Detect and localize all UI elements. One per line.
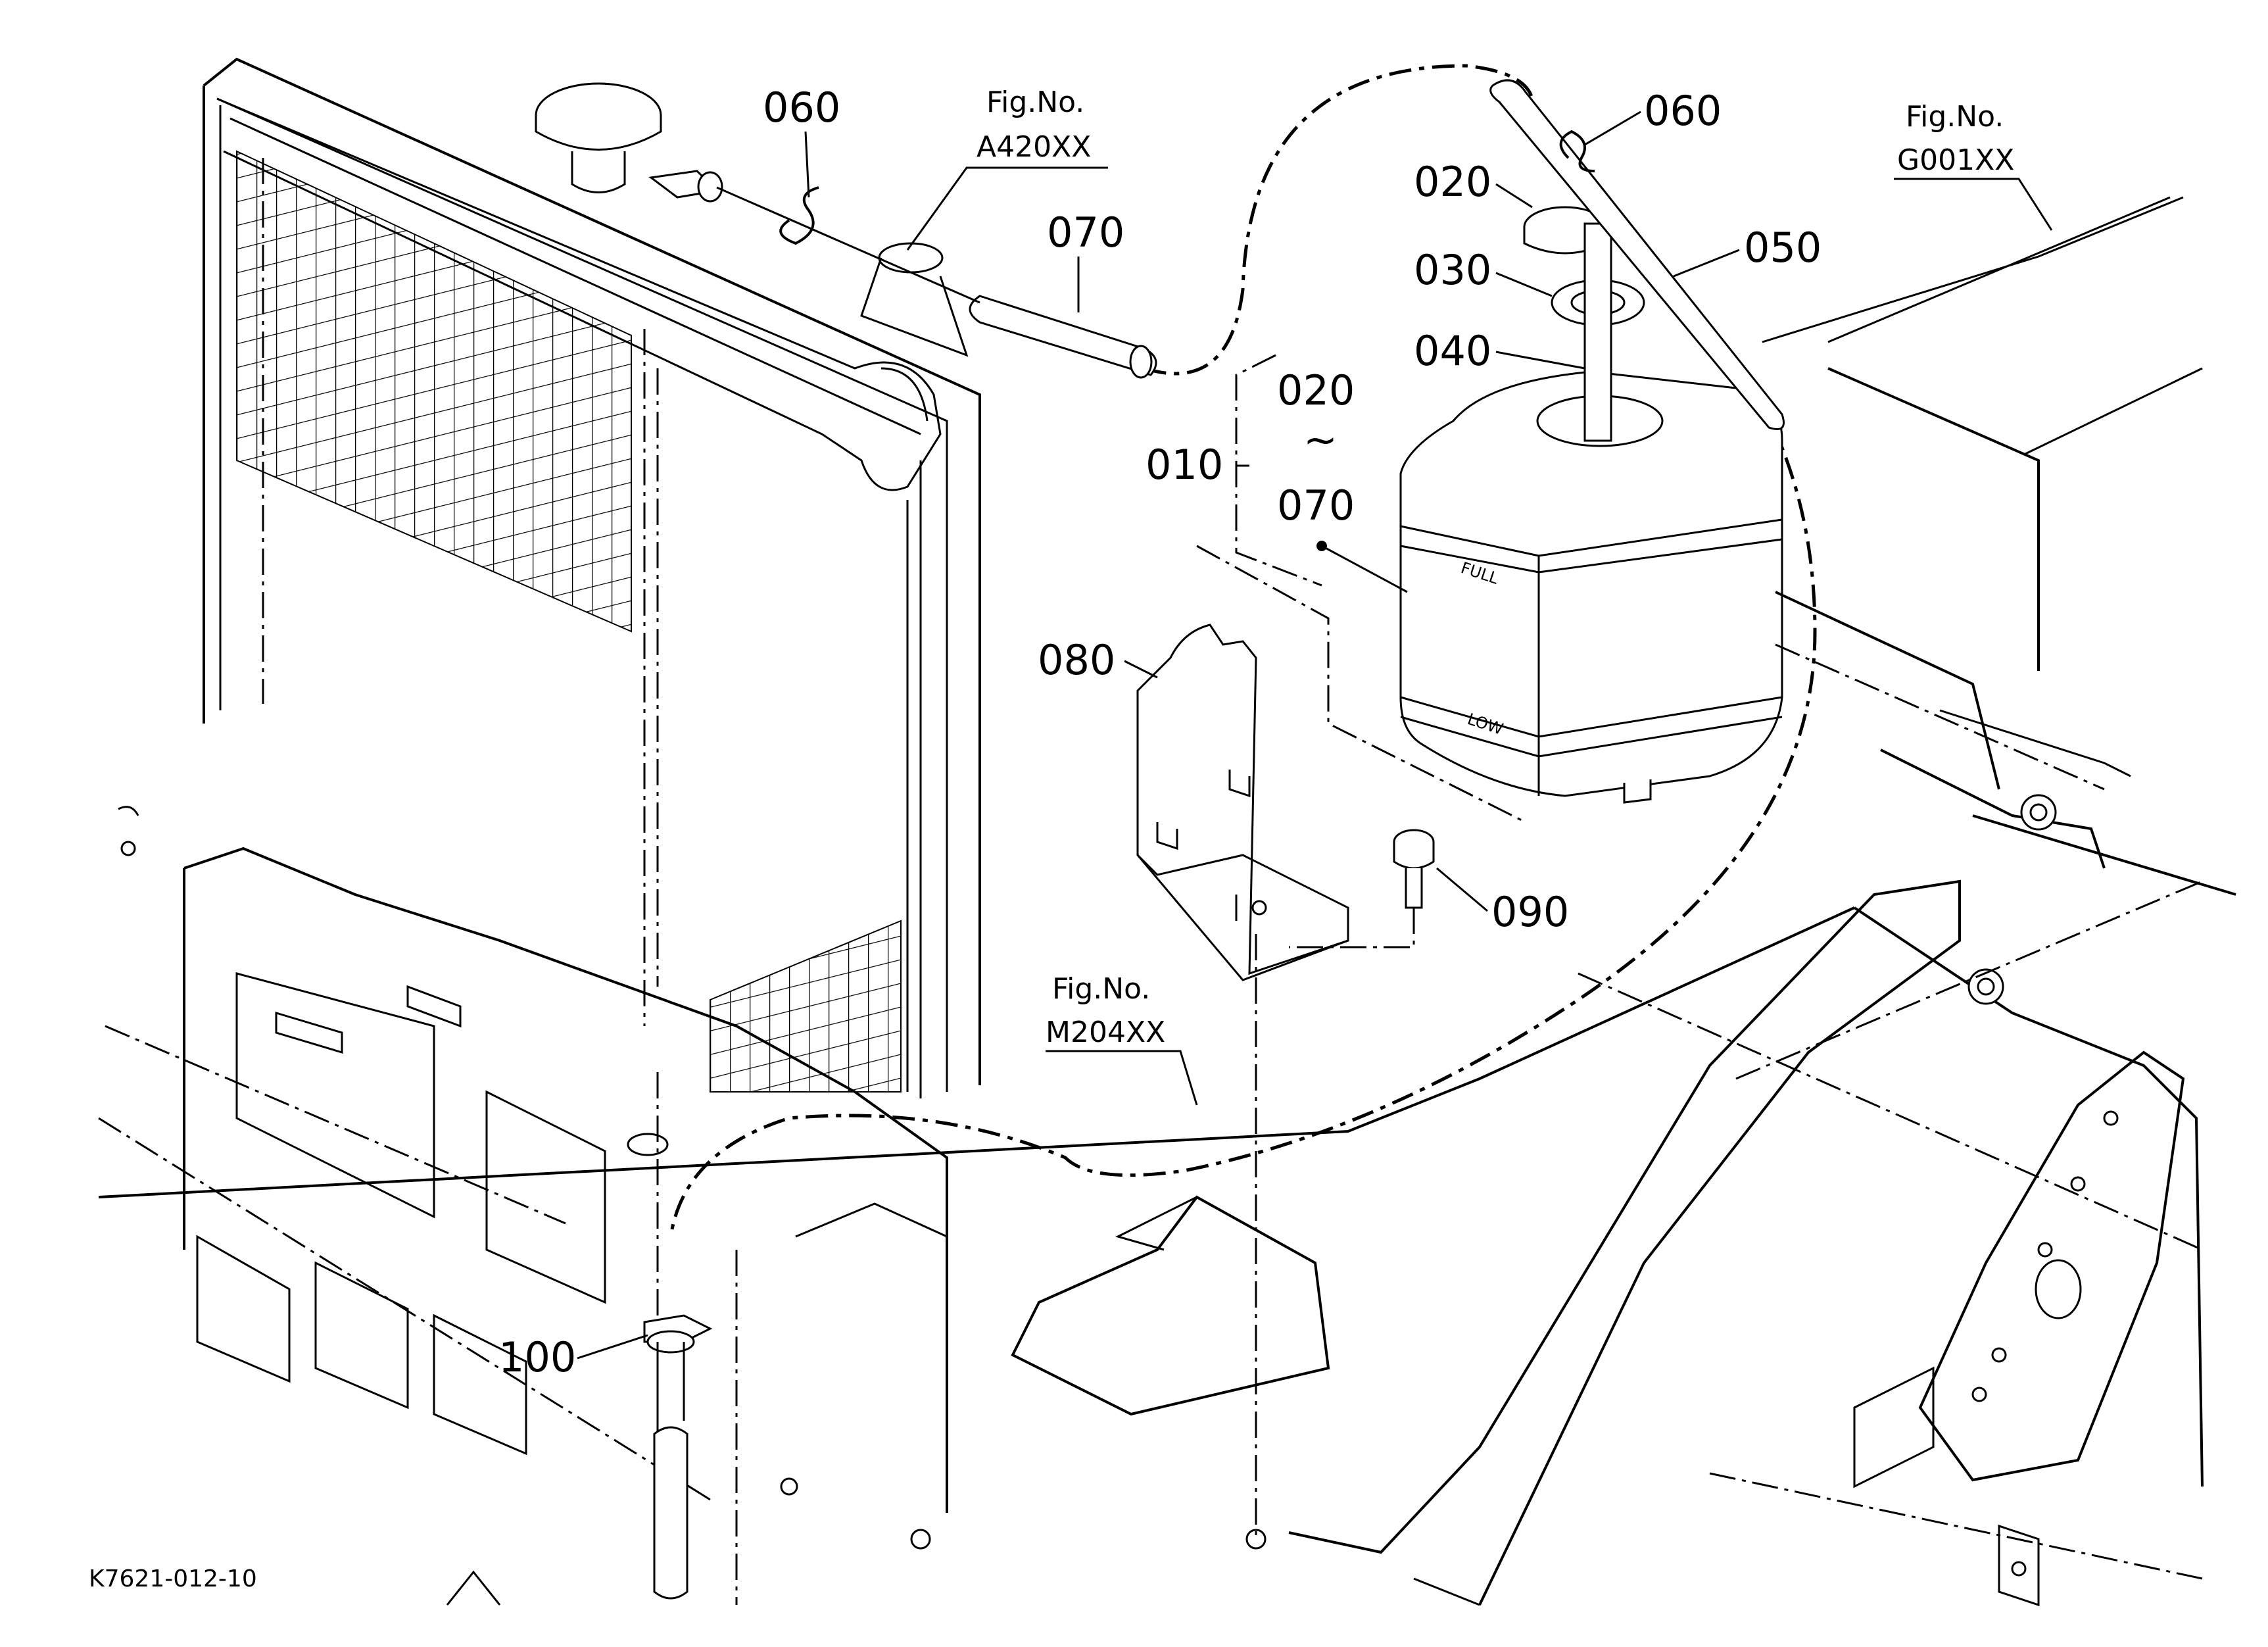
fig-ref-m204-label: Fig.No. [1052,972,1150,1006]
callout-050-text: 050 [1744,224,1822,272]
fig-ref-a420-label: Fig.No. [986,86,1084,119]
callout-080-text: 080 [1038,636,1115,684]
callout-020-text: 020 [1414,158,1491,206]
callout-040-text: 040 [1414,327,1491,375]
callout-070-text: 070 [1047,209,1124,257]
callout-030-text: 030 [1414,246,1491,294]
radiator [203,57,981,1098]
fig-ref-a420-code: A420XX [977,130,1091,164]
front-bulkhead [98,806,948,1606]
fig-ref-m204-code: M204XX [1046,1016,1165,1049]
lower-hose [653,1426,688,1600]
callout-030[interactable]: 030 [1414,246,1553,297]
callout-range-start-text: 020 [1277,366,1355,414]
fig-ref-a420[interactable]: Fig.No. A420XX [906,86,1108,251]
chassis-frame [98,196,2236,1607]
bolt-icon [1393,829,1435,909]
callout-060-right[interactable]: 060 [1584,87,1722,146]
fig-ref-g001-code: G001XX [1897,143,2014,177]
hose-clamp-icon [643,1314,713,1354]
callout-010-text: 010 [1146,441,1223,489]
fig-ref-g001-label: Fig.No. [1906,100,2004,134]
callout-060-right-text: 060 [1644,87,1722,135]
callout-range-020-070[interactable]: 020 ~ 070 [1277,366,1355,529]
nut-icon [2020,794,2057,831]
callout-100[interactable]: 100 [498,1333,648,1381]
callout-020[interactable]: 020 [1414,158,1533,209]
hose-050 [1489,79,1785,430]
callout-range-sep-text: ~ [1303,416,1338,464]
callout-range-end-text: 070 [1277,481,1355,529]
drawing-code: K7621-012-10 [89,1565,257,1592]
callout-090-text: 090 [1491,888,1569,936]
callout-080[interactable]: 080 [1038,636,1158,684]
callout-070[interactable]: 070 [1047,209,1124,312]
hose-clip-left-icon [779,186,819,245]
callout-090[interactable]: 090 [1436,867,1569,936]
nut-icon [1967,968,2004,1005]
fig-ref-g001[interactable]: Fig.No. G001XX [1894,100,2053,231]
callout-100-text: 100 [498,1333,576,1381]
callout-040[interactable]: 040 [1414,327,1585,375]
radiator-cap-icon [535,82,723,203]
callout-050[interactable]: 050 [1673,224,1822,278]
tank-pipe-icon [1583,222,1612,442]
hose-clip-right-icon [1559,130,1595,172]
tank-bracket [1136,624,1349,981]
callout-060-left[interactable]: 060 [763,84,840,198]
fig-ref-m204[interactable]: Fig.No. M204XX [1046,972,1198,1106]
callout-060-left-text: 060 [763,84,840,132]
hose-070 [969,295,1157,379]
callout-010[interactable]: 010 [1146,441,1223,489]
